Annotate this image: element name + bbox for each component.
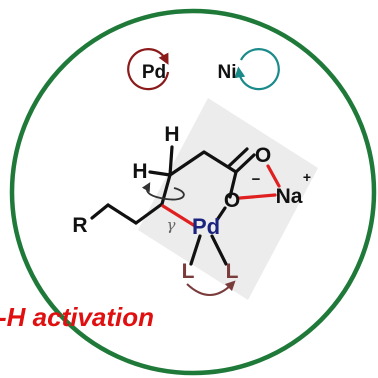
oxygen-carboxylate: O	[224, 189, 240, 212]
gamma-label: γ	[167, 216, 176, 234]
charge-plus: +	[303, 169, 311, 185]
ligand-arc	[186, 280, 236, 296]
bond-rotation-arrow	[141, 182, 185, 201]
sodium-label: Na	[276, 185, 303, 208]
palladium-center: Pd	[192, 214, 220, 239]
ligand-right: L	[226, 260, 239, 283]
ni-badge: Ni	[218, 48, 280, 91]
activation-caption: -H activation	[0, 302, 154, 332]
charge-minus: −	[252, 171, 261, 188]
ni-badge-label: Ni	[218, 62, 237, 83]
backdrop-square	[138, 98, 318, 300]
highlight-bonds	[161, 164, 281, 228]
pd-badge-label: Pd	[142, 62, 166, 83]
hydrogen-left: H	[132, 160, 147, 183]
molecule-bonds	[90, 145, 256, 266]
ligand-left: L	[182, 260, 195, 283]
hydrogen-top: H	[164, 123, 179, 146]
r-group: R	[72, 214, 87, 237]
pd-badge: Pd	[127, 48, 170, 91]
enclosing-ring	[9, 8, 377, 376]
oxygen-carbonyl: O	[255, 144, 271, 167]
pd-oxygen-bond	[215, 206, 227, 222]
